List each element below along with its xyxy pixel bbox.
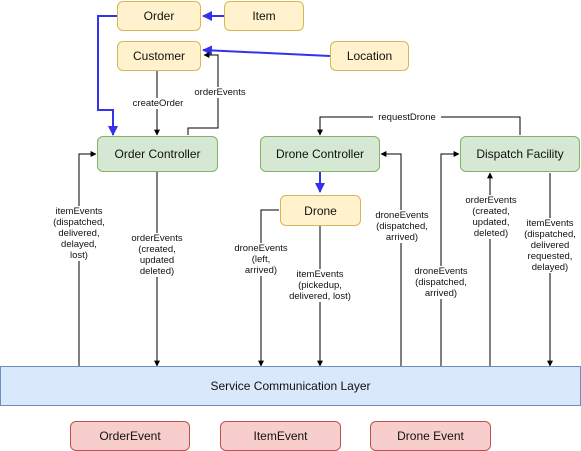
drone-entity[interactable]: Drone bbox=[280, 195, 361, 226]
service-communication-layer[interactable]: Service Communication Layer bbox=[0, 366, 581, 406]
order-event-label: OrderEvent bbox=[99, 429, 161, 443]
dispatch-facility-label: Dispatch Facility bbox=[476, 147, 564, 161]
edge-label-drone-events-dispatch: droneEvents (dispatched, arrived) bbox=[408, 266, 474, 299]
arrow-layer-to-order-controller bbox=[78, 151, 97, 366]
location-label: Location bbox=[346, 49, 393, 63]
service-layer-label: Service Communication Layer bbox=[210, 379, 371, 393]
drone-event-label: Drone Event bbox=[397, 429, 464, 443]
item-event-label: ItemEvent bbox=[253, 429, 308, 443]
order-event[interactable]: OrderEvent bbox=[70, 421, 190, 451]
arrow-drone-left-to-layer bbox=[258, 209, 279, 367]
drone-controller[interactable]: Drone Controller bbox=[260, 136, 380, 172]
item-label: Item bbox=[252, 9, 276, 23]
drone-label: Drone bbox=[304, 203, 337, 218]
order-label: Order bbox=[143, 9, 175, 23]
edge-label-item-events-drone: itemEvents (pickedup, delivered, lost) bbox=[284, 269, 356, 302]
order-controller[interactable]: Order Controller bbox=[97, 136, 218, 172]
arrow-layer-to-dispatch-left bbox=[440, 151, 460, 366]
edge-label-order-events-top: orderEvents bbox=[190, 87, 250, 98]
edge-label-item-events-dispatch: itemEvents (dispatched, delivered reques… bbox=[519, 218, 581, 273]
item-event[interactable]: ItemEvent bbox=[220, 421, 341, 451]
customer-label: Customer bbox=[132, 49, 185, 63]
edge-label-item-events-left: itemEvents (dispatched, delivered, delay… bbox=[48, 206, 110, 261]
drone-event[interactable]: Drone Event bbox=[370, 421, 491, 451]
location-entity[interactable]: Location bbox=[330, 41, 409, 71]
edge-label-request-drone: requestDrone bbox=[373, 112, 441, 123]
arrow-location-to-customer bbox=[202, 45, 331, 57]
edge-label-create-order: createOrder bbox=[130, 98, 186, 109]
order-controller-label: Order Controller bbox=[114, 147, 201, 161]
edge-label-order-events-dispatch: orderEvents (created, updated, deleted) bbox=[461, 195, 521, 239]
item-entity[interactable]: Item bbox=[224, 1, 304, 31]
edge-label-drone-events-drone: droneEvents (left, arrived) bbox=[229, 243, 293, 276]
drone-controller-label: Drone Controller bbox=[275, 147, 365, 161]
customer-entity[interactable]: Customer bbox=[117, 41, 201, 71]
dispatch-facility[interactable]: Dispatch Facility bbox=[460, 136, 580, 172]
edge-label-order-events-mid: orderEvents (created, updated deleted) bbox=[126, 233, 188, 277]
arrow-order-to-order-controller bbox=[97, 15, 118, 136]
arrow-order-controller-to-customer bbox=[187, 52, 219, 135]
arrow-layer-to-drone-controller bbox=[380, 151, 402, 366]
order-entity[interactable]: Order bbox=[117, 1, 201, 31]
edge-label-drone-events-ctrl: droneEvents (dispatched, arrived) bbox=[369, 210, 435, 243]
